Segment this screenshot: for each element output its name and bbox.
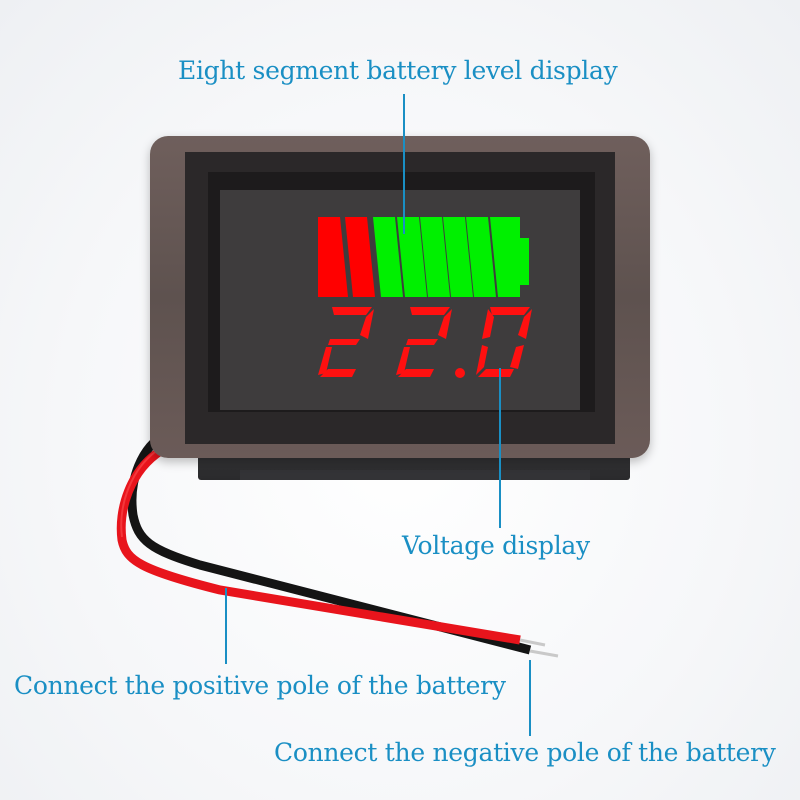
battery-segment-8 [490, 217, 529, 297]
battery-segment-3 [373, 217, 403, 297]
battery-level-label: Eight segment battery level display [178, 56, 618, 85]
digit-2-first [318, 307, 374, 377]
battery-segment-2 [345, 217, 375, 297]
negative-wire-tip [529, 649, 559, 658]
positive-leader-line [225, 588, 227, 664]
negative-leader-line [529, 660, 531, 736]
battery-segment-4 [397, 217, 427, 297]
negative-pole-label: Connect the negative pole of the battery [274, 738, 776, 767]
positive-wire-tip [519, 638, 546, 647]
positive-wire [116, 446, 521, 645]
voltage-label: Voltage display [402, 531, 590, 560]
decimal-point [455, 368, 465, 378]
battery-segment-7 [466, 217, 496, 297]
digit-0 [476, 307, 532, 377]
battery-segment-1 [318, 217, 348, 297]
battery-segment-5 [420, 217, 450, 297]
enclosure-base-bottom [240, 470, 590, 480]
negative-wire [127, 429, 532, 655]
voltage-readout [318, 307, 532, 378]
battery-level-leader-line [403, 94, 405, 234]
battery-segment-6 [443, 217, 473, 297]
voltage-leader-line [499, 368, 501, 528]
digit-2-second [396, 307, 452, 377]
battery-level-indicator [318, 217, 529, 297]
positive-pole-label: Connect the positive pole of the battery [14, 671, 506, 700]
